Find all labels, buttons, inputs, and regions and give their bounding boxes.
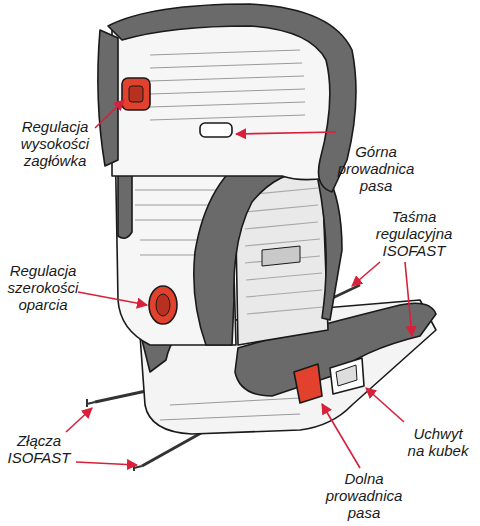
face-rib [245, 188, 323, 314]
leader-arrow [76, 462, 137, 465]
headrest-rib [150, 50, 305, 120]
width-dial-knob [156, 294, 170, 316]
leader-arrow [352, 262, 380, 286]
callout-label: Taśma regulacyjna ISOFAST [362, 208, 466, 259]
isofast-hook [87, 399, 95, 407]
callout-label: Górna prowadnica pasa [330, 143, 422, 194]
base-rib [160, 398, 300, 420]
callout-label: Dolna prowadnica pasa [318, 470, 410, 521]
leader-arrow [66, 408, 92, 432]
headrest-wing [98, 30, 118, 166]
callout-label: Uchwyt na kubek [404, 425, 472, 459]
leader-arrow [95, 100, 124, 128]
cup-holder-well [336, 365, 357, 386]
leader-arrow [78, 292, 147, 305]
cup-holder [330, 358, 364, 394]
callout-label: Złącza ISOFAST [0, 432, 78, 466]
leader-arrow [366, 388, 404, 422]
leader-arrow [405, 262, 412, 336]
side-wing [318, 172, 342, 320]
lower-belt-guide [294, 364, 322, 403]
headrest-body [112, 17, 339, 179]
headrest-wing [108, 4, 356, 192]
callout-label: Regulacja wysokości zagłówka [5, 118, 105, 169]
height-button-grip [129, 86, 143, 102]
upper-belt-guide [200, 123, 232, 137]
leader-arrow [236, 132, 336, 134]
belt-slot [262, 246, 300, 266]
height-button [122, 78, 150, 110]
width-dial [149, 286, 177, 324]
leader-arrow [322, 404, 360, 468]
callout-label: Regulacja szerokości oparcia [0, 262, 86, 313]
